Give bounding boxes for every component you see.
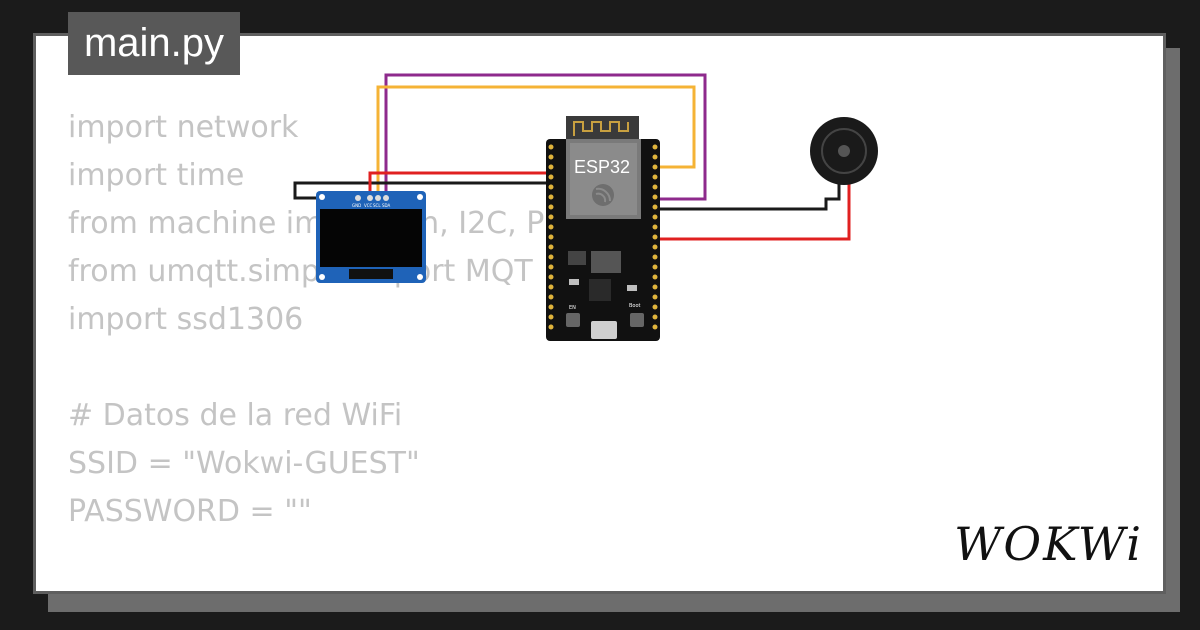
file-tab[interactable]: main.py xyxy=(68,12,240,75)
boot-label: Boot xyxy=(629,303,641,309)
oled-pin-label: VCC xyxy=(364,203,373,208)
code-line: import time xyxy=(68,158,245,193)
wokwi-logo: WOKWi xyxy=(954,517,1143,571)
circuit-diagram[interactable]: GND VCC SCL SDA ESP32 xyxy=(36,36,1166,594)
code-line: # Configuración del broker MQTT xyxy=(68,584,567,591)
code-line: PASSWORD = "" xyxy=(68,494,312,529)
oled-display-icon[interactable]: GND VCC SCL SDA xyxy=(316,191,426,283)
esp32-label: ESP32 xyxy=(574,157,630,177)
wires xyxy=(293,73,851,241)
code-line: import ssd1306 xyxy=(68,302,304,337)
esp32-board-icon[interactable]: ESP32 EN Boot xyxy=(546,116,660,341)
oled-pin-label: GND xyxy=(352,203,361,208)
code-line: SSID = "Wokwi-GUEST" xyxy=(68,446,420,481)
wire-purple xyxy=(384,73,707,201)
wire-orange xyxy=(376,85,696,198)
buzzer-icon[interactable] xyxy=(810,117,878,185)
espressif-logo-icon xyxy=(592,184,614,206)
oled-pin-label: SCL xyxy=(373,203,381,208)
code-line: import network xyxy=(68,110,299,145)
en-label: EN xyxy=(569,305,576,311)
wire-red xyxy=(368,171,851,241)
code-line: # Datos de la red WiFi xyxy=(68,398,403,433)
oled-pin-label: SDA xyxy=(382,203,391,208)
